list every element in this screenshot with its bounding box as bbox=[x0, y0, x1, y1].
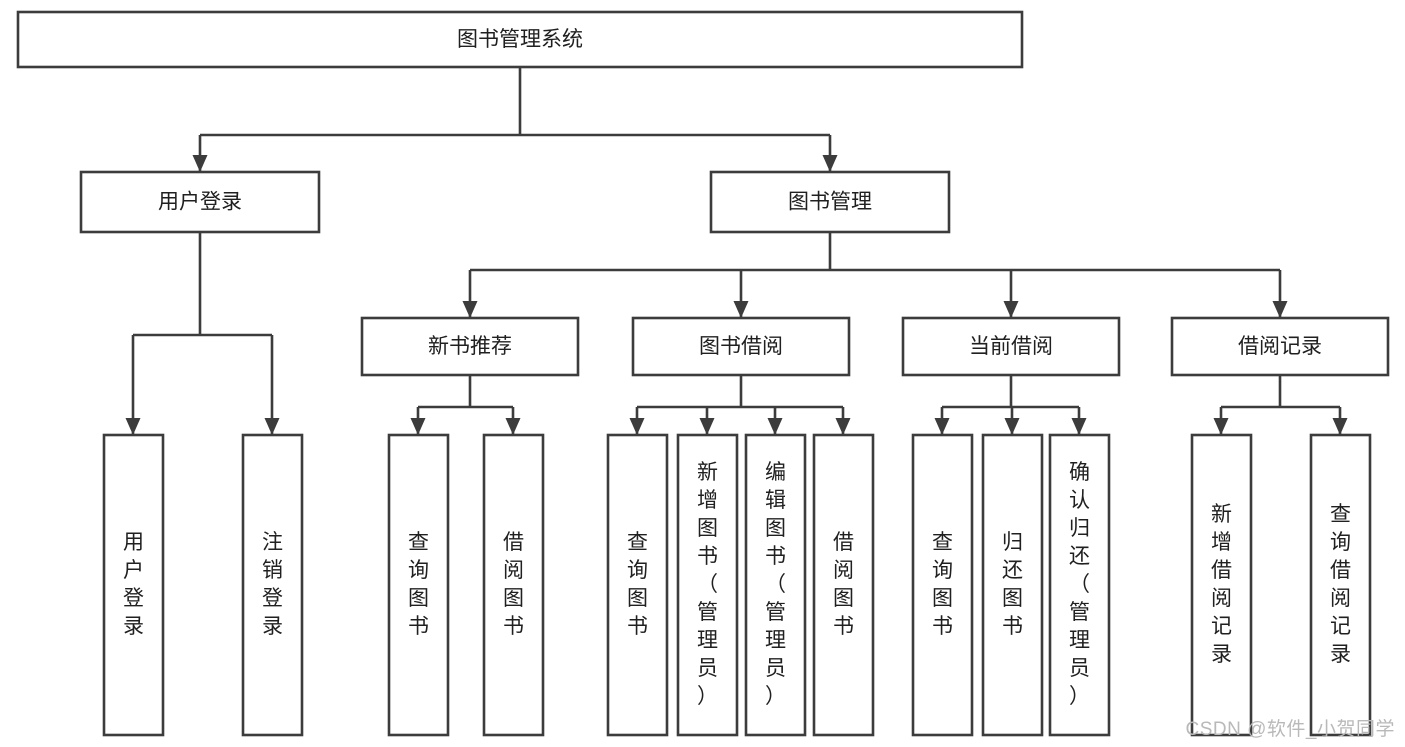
arrow-head-icon bbox=[1071, 418, 1087, 435]
node-label: 新增图书（管理员） bbox=[697, 461, 718, 708]
arrow-head-icon bbox=[1213, 418, 1229, 435]
node-leaf-user-login[interactable]: 用户登录 bbox=[102, 433, 165, 737]
node-box[interactable] bbox=[387, 433, 450, 737]
node-box[interactable] bbox=[676, 433, 739, 737]
node-layer: 图书管理系统用户登录图书管理新书推荐图书借阅当前借阅借阅记录用户登录注销登录查询… bbox=[16, 10, 1390, 737]
node-user-login[interactable]: 用户登录 bbox=[79, 170, 321, 234]
arrow-head-icon bbox=[835, 418, 851, 435]
node-box[interactable] bbox=[482, 433, 545, 737]
node-box[interactable] bbox=[606, 433, 669, 737]
node-leaf-add-borrow-record[interactable]: 新增借阅记录 bbox=[1190, 433, 1253, 737]
connector-userlogin-to-leaves bbox=[125, 232, 280, 435]
arrow-head-icon bbox=[934, 418, 950, 435]
node-root[interactable]: 图书管理系统 bbox=[16, 10, 1024, 69]
node-label: 借阅图书 bbox=[503, 531, 524, 638]
node-label: 查询图书 bbox=[627, 531, 648, 638]
node-current-borrow[interactable]: 当前借阅 bbox=[901, 316, 1121, 377]
connector-record-to-leaves bbox=[1213, 375, 1348, 435]
connector-bookmgmt-to-level2 bbox=[462, 232, 1288, 318]
node-box[interactable] bbox=[812, 433, 875, 737]
arrow-head-icon bbox=[629, 418, 645, 435]
connector-borrow-to-leaves bbox=[629, 375, 851, 435]
arrow-head-icon bbox=[1272, 301, 1288, 318]
node-book-borrow[interactable]: 图书借阅 bbox=[631, 316, 851, 377]
node-box[interactable] bbox=[16, 10, 1024, 69]
node-label: 图书管理 bbox=[788, 191, 872, 214]
node-box[interactable] bbox=[79, 170, 321, 234]
node-box[interactable] bbox=[1170, 316, 1390, 377]
arrow-head-icon bbox=[125, 418, 141, 435]
node-book-management[interactable]: 图书管理 bbox=[709, 170, 951, 234]
node-label: 借阅记录 bbox=[1238, 335, 1322, 358]
connector-root-to-level1 bbox=[192, 67, 838, 172]
arrow-head-icon bbox=[1003, 301, 1019, 318]
arrow-head-icon bbox=[410, 418, 426, 435]
node-leaf-query-book-current[interactable]: 查询图书 bbox=[911, 433, 974, 737]
arrow-head-icon bbox=[699, 418, 715, 435]
node-leaf-edit-book[interactable]: 编辑图书（管理员） bbox=[744, 433, 807, 737]
node-leaf-borrow-book[interactable]: 借阅图书 bbox=[812, 433, 875, 737]
node-label: 注销登录 bbox=[262, 531, 283, 638]
node-box[interactable] bbox=[631, 316, 851, 377]
node-label: 归还图书 bbox=[1002, 531, 1023, 638]
node-box[interactable] bbox=[901, 316, 1121, 377]
connector-layer bbox=[125, 67, 1348, 435]
node-label: 查询图书 bbox=[408, 531, 429, 638]
arrow-head-icon bbox=[1332, 418, 1348, 435]
arrow-head-icon bbox=[505, 418, 521, 435]
node-label: 借阅图书 bbox=[833, 531, 854, 638]
node-label: 用户登录 bbox=[158, 191, 242, 214]
node-box[interactable] bbox=[744, 433, 807, 737]
connector-recommend-to-leaves bbox=[410, 375, 521, 435]
node-label: 新增借阅记录 bbox=[1211, 503, 1232, 666]
node-box[interactable] bbox=[102, 433, 165, 737]
node-box[interactable] bbox=[1190, 433, 1253, 737]
node-box[interactable] bbox=[1048, 433, 1111, 737]
node-label: 新书推荐 bbox=[428, 335, 512, 358]
node-leaf-return-book[interactable]: 归还图书 bbox=[981, 433, 1044, 737]
node-label: 当前借阅 bbox=[969, 335, 1053, 358]
arrow-head-icon bbox=[192, 155, 208, 172]
arrow-head-icon bbox=[462, 301, 478, 318]
node-label: 编辑图书（管理员） bbox=[765, 461, 786, 708]
arrow-head-icon bbox=[264, 418, 280, 435]
node-leaf-add-book[interactable]: 新增图书（管理员） bbox=[676, 433, 739, 737]
node-box[interactable] bbox=[241, 433, 304, 737]
node-leaf-confirm-return[interactable]: 确认归还（管理员） bbox=[1048, 433, 1111, 737]
node-box[interactable] bbox=[911, 433, 974, 737]
node-label: 用户登录 bbox=[123, 531, 144, 638]
node-label: 确认归还（管理员） bbox=[1069, 461, 1090, 708]
arrow-head-icon bbox=[1004, 418, 1020, 435]
node-box[interactable] bbox=[981, 433, 1044, 737]
node-borrow-record[interactable]: 借阅记录 bbox=[1170, 316, 1390, 377]
node-leaf-query-book-recommend[interactable]: 查询图书 bbox=[387, 433, 450, 737]
node-leaf-borrow-book-recommend[interactable]: 借阅图书 bbox=[482, 433, 545, 737]
node-label: 查询借阅记录 bbox=[1330, 503, 1351, 666]
node-label: 图书管理系统 bbox=[457, 28, 583, 51]
node-box[interactable] bbox=[360, 316, 580, 377]
node-leaf-query-borrow-record[interactable]: 查询借阅记录 bbox=[1309, 433, 1372, 737]
node-label: 查询图书 bbox=[932, 531, 953, 638]
node-new-book-recommend[interactable]: 新书推荐 bbox=[360, 316, 580, 377]
node-label: 图书借阅 bbox=[699, 335, 783, 358]
node-box[interactable] bbox=[709, 170, 951, 234]
connector-current-to-leaves bbox=[934, 375, 1087, 435]
arrow-head-icon bbox=[822, 155, 838, 172]
arrow-head-icon bbox=[767, 418, 783, 435]
node-box[interactable] bbox=[1309, 433, 1372, 737]
node-leaf-query-book-borrow[interactable]: 查询图书 bbox=[606, 433, 669, 737]
arrow-head-icon bbox=[733, 301, 749, 318]
node-leaf-logout[interactable]: 注销登录 bbox=[241, 433, 304, 737]
